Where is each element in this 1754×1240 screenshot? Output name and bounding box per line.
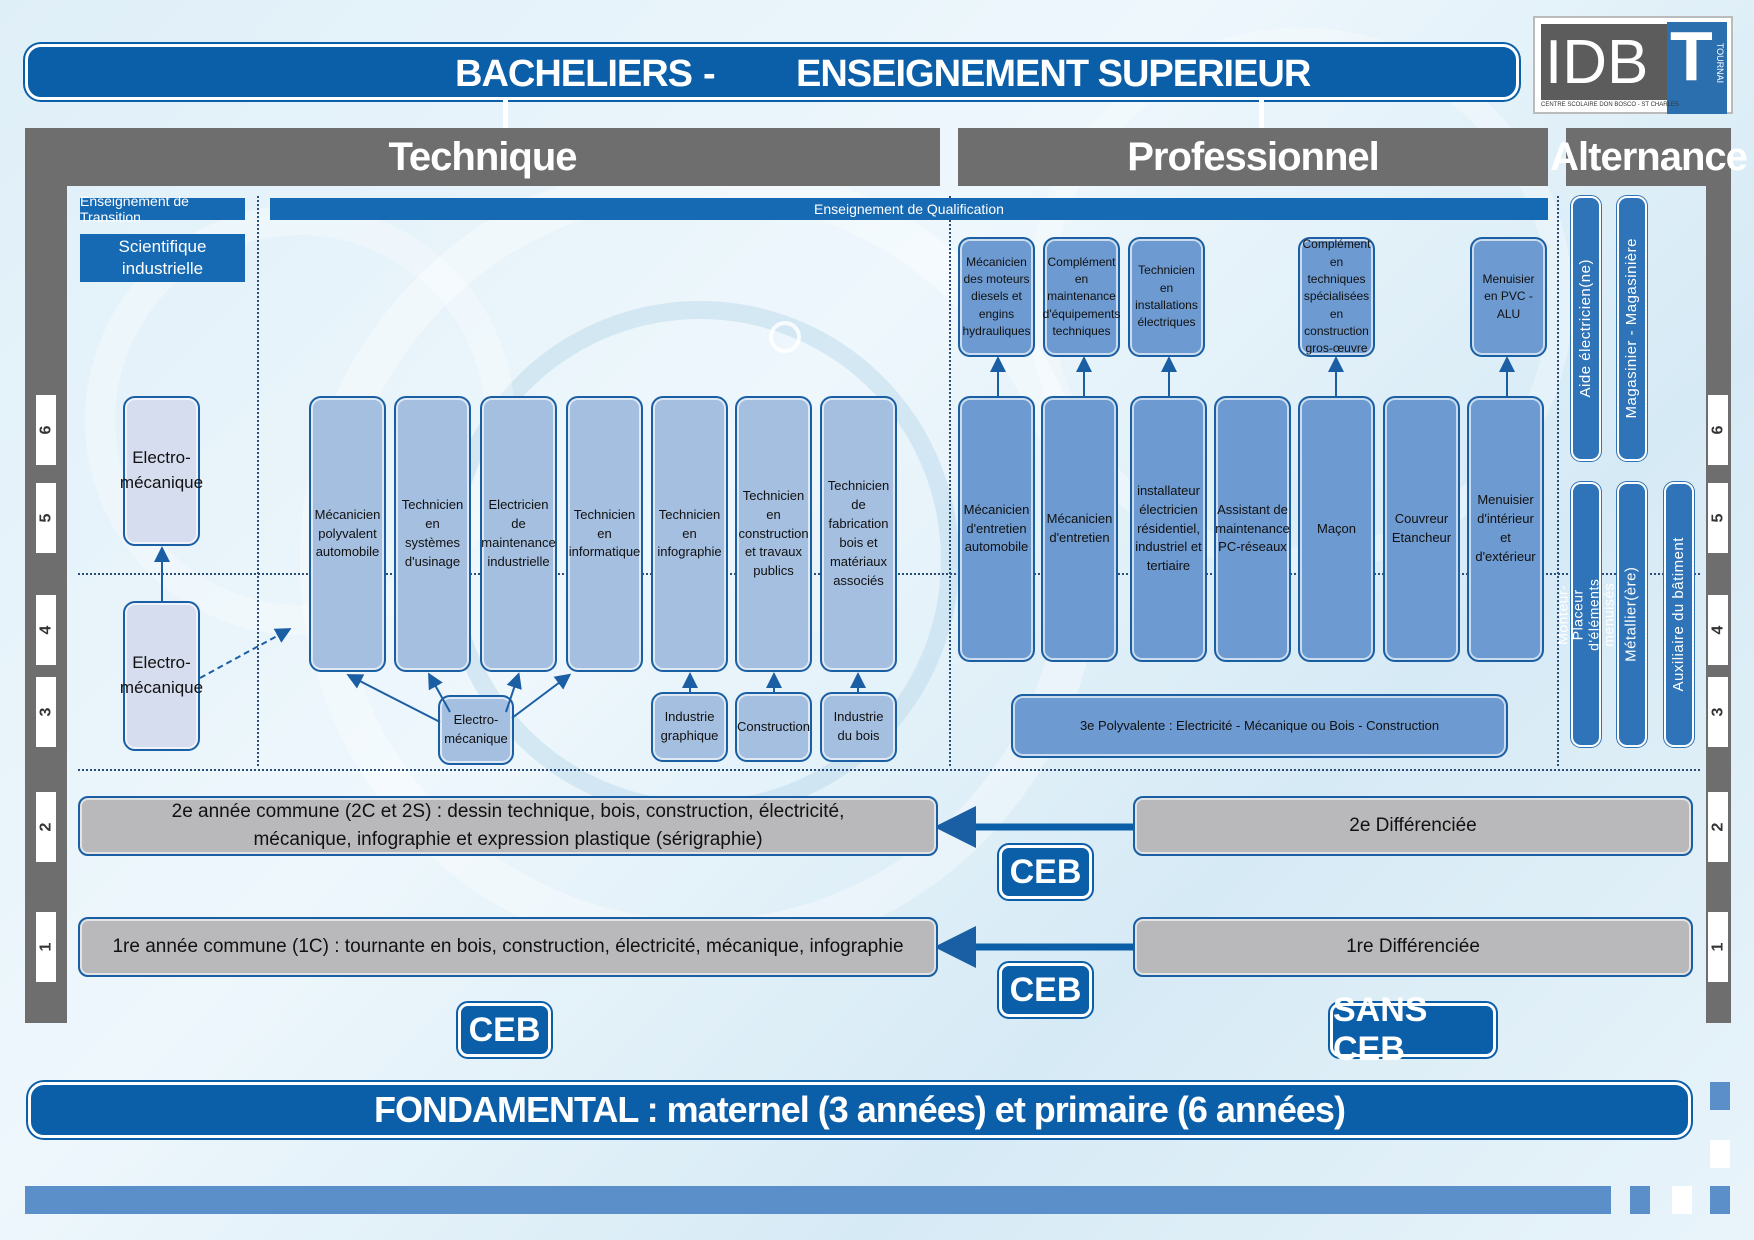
year-marker-1-left: 1 bbox=[36, 912, 56, 982]
p-option-5: Maçon bbox=[1298, 396, 1375, 662]
side-square-1 bbox=[1710, 1082, 1730, 1110]
year-marker-4-left: 4 bbox=[36, 595, 56, 665]
tq-option-1: Mécanicien polyvalent automobile bbox=[309, 396, 386, 672]
tq-option-4: Technicien en informatique bbox=[566, 396, 643, 672]
tq-option-3: Electricien de maintenance industrielle bbox=[480, 396, 557, 672]
header-separator: - bbox=[703, 53, 716, 95]
year2-differenciee: 2e Différenciée bbox=[1133, 796, 1693, 856]
p-option-2: Mécanicien d'entretien bbox=[1041, 396, 1118, 662]
column-header-professionnel: Professionnel bbox=[958, 128, 1548, 186]
year-marker-2-right: 2 bbox=[1708, 792, 1728, 862]
year1-common: 1re année commune (1C) : tournante en bo… bbox=[78, 917, 938, 977]
tq-lower-electromecanique: Electro-mécanique bbox=[438, 695, 514, 765]
year-marker-5-right: 5 bbox=[1708, 483, 1728, 553]
p7-option-4: Complément en techniques spécialisées en… bbox=[1298, 237, 1375, 357]
p-option-4: Assistant de maintenance PC-réseaux bbox=[1214, 396, 1291, 662]
divider-alternance bbox=[1557, 196, 1559, 766]
p7-option-2: Complément en maintenance d'équipements … bbox=[1043, 237, 1120, 357]
year-marker-2-left: 2 bbox=[36, 792, 56, 862]
divider-degree-2 bbox=[78, 769, 1700, 771]
p7-option-3: Technicien en installations électriques bbox=[1128, 237, 1205, 357]
alternance-magasinier: Magasinier - Magasinière bbox=[1617, 196, 1647, 461]
logo-subtitle: CENTRE SCOLAIRE DON BOSCO - ST CHARLES bbox=[1541, 102, 1679, 108]
tq-lower-construction: Construction bbox=[735, 692, 812, 762]
header-banner: BACHELIERS - ENSEIGNEMENT SUPERIEUR bbox=[25, 44, 1519, 100]
alternance-auxiliaire-batiment: Auxiliaire du bâtiment bbox=[1664, 482, 1694, 747]
header-right: ENSEIGNEMENT SUPERIEUR bbox=[796, 53, 1311, 95]
left-frame bbox=[25, 128, 67, 1023]
column-header-technique: Technique bbox=[25, 128, 940, 186]
alternance-aide-electricien: Aide électricien(ne) bbox=[1571, 196, 1601, 461]
ceb-tag-year1: CEB bbox=[999, 963, 1092, 1017]
header-left: BACHELIERS bbox=[455, 53, 693, 95]
tq-option-6: Technicien en construction et travaux pu… bbox=[735, 396, 812, 672]
p-option-7: Menuisier d'intérieur et d'extérieur bbox=[1467, 396, 1544, 662]
year-marker-1-right: 1 bbox=[1708, 912, 1728, 982]
sans-ceb-tag: SANS CEB bbox=[1330, 991, 1496, 1068]
divider-transition bbox=[257, 196, 259, 766]
logo: IDB T TOURNAI CENTRE SCOLAIRE DON BOSCO … bbox=[1533, 16, 1733, 114]
column-header-alternance: Alternance bbox=[1550, 128, 1748, 186]
p7-option-5: Menuisier en PVC - ALU bbox=[1470, 237, 1547, 357]
tq-option-7: Technicien de fabrication bois et matéri… bbox=[820, 396, 897, 672]
bottom-square-3 bbox=[1710, 1186, 1730, 1214]
p-option-6: Couvreur Etancheur bbox=[1383, 396, 1460, 662]
tq-option-2: Technicien en systèmes d'usinage bbox=[394, 396, 471, 672]
tq-lower-industrie-bois: Industrie du bois bbox=[820, 692, 897, 762]
bottom-strip bbox=[25, 1186, 1611, 1214]
year1-differenciee: 1re Différenciée bbox=[1133, 917, 1693, 977]
ceb-tag-year2: CEB bbox=[999, 845, 1092, 899]
bottom-square-1 bbox=[1630, 1186, 1650, 1214]
alternance-monteur-placeur: Monteur-Placeur d'éléments menuisés bbox=[1554, 482, 1616, 747]
alternance-metallier: Métallier(ère) bbox=[1617, 482, 1647, 747]
polyvalente-box: 3e Polyvalente : Electricité - Mécanique… bbox=[1011, 694, 1508, 758]
transition-electromecanique-lower: Electro-mécanique bbox=[120, 601, 203, 751]
logo-text: IDB bbox=[1545, 28, 1649, 97]
divider-professionnel bbox=[949, 196, 951, 766]
side-square-2 bbox=[1710, 1140, 1730, 1168]
year2-common: 2e année commune (2C et 2S) : dessin tec… bbox=[78, 796, 938, 856]
tq-lower-industrie-graphique: Industrie graphique bbox=[651, 692, 728, 762]
p-option-1: Mécanicien d'entretien automobile bbox=[958, 396, 1035, 662]
p-option-3: installateur électricien résidentiel, in… bbox=[1130, 396, 1207, 662]
footer-banner: FONDAMENTAL : maternel (3 années) et pri… bbox=[28, 1082, 1691, 1138]
p7-option-1: Mécanicien des moteurs diesels et engins… bbox=[958, 237, 1035, 357]
year-marker-3-right: 3 bbox=[1708, 677, 1728, 747]
year-marker-3-left: 3 bbox=[36, 677, 56, 747]
year-marker-4-right: 4 bbox=[1708, 595, 1728, 665]
transition-electromecanique-upper: Electro-mécanique bbox=[120, 396, 203, 546]
bar-qualification: Enseignement de Qualification bbox=[270, 198, 1548, 220]
scientifique-industrielle: Scientifique industrielle bbox=[80, 234, 245, 282]
bottom-square-2 bbox=[1672, 1186, 1692, 1214]
year-marker-6-left: 6 bbox=[36, 395, 56, 465]
right-frame bbox=[1706, 128, 1731, 1023]
tq-option-5: Technicien en infographie bbox=[651, 396, 728, 672]
year-marker-5-left: 5 bbox=[36, 483, 56, 553]
ceb-tag-entry: CEB bbox=[458, 1003, 551, 1057]
logo-letter: T bbox=[1670, 17, 1713, 95]
year-marker-6-right: 6 bbox=[1708, 395, 1728, 465]
